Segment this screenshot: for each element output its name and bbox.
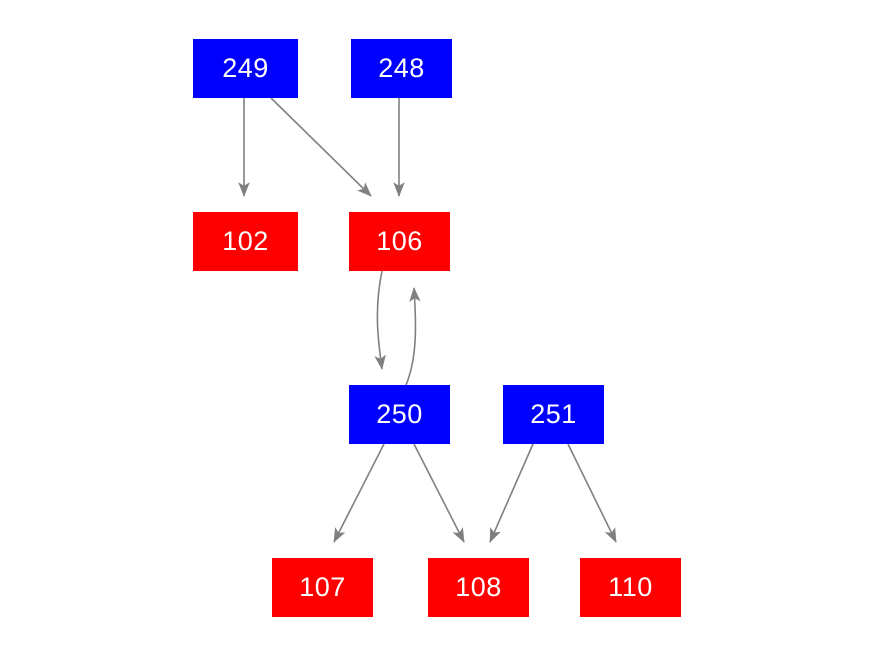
edge-249-106 — [270, 97, 372, 197]
node-107[interactable]: 107 — [272, 558, 373, 617]
node-248[interactable]: 248 — [351, 39, 452, 98]
node-label: 107 — [299, 572, 346, 602]
edge-106-250 — [374, 270, 386, 370]
node-249[interactable]: 249 — [193, 39, 298, 98]
edge-251-108 — [489, 443, 534, 543]
node-label: 110 — [608, 572, 653, 602]
node-102[interactable]: 102 — [193, 212, 298, 271]
node-label: 102 — [222, 226, 269, 256]
edge-250-108 — [413, 443, 465, 543]
node-106[interactable]: 106 — [349, 212, 450, 271]
node-250[interactable]: 250 — [349, 385, 450, 444]
node-251[interactable]: 251 — [503, 385, 604, 444]
node-label: 248 — [378, 53, 425, 83]
edge-250-107 — [333, 443, 385, 543]
node-108[interactable]: 108 — [428, 558, 529, 617]
edge-250-106 — [405, 287, 421, 386]
node-label: 106 — [376, 226, 423, 256]
node-110[interactable]: 110 — [580, 558, 681, 617]
node-label: 250 — [376, 399, 423, 429]
node-label: 108 — [455, 572, 502, 602]
node-label: 251 — [530, 399, 577, 429]
edge-251-110 — [567, 443, 617, 543]
node-label: 249 — [222, 53, 269, 83]
